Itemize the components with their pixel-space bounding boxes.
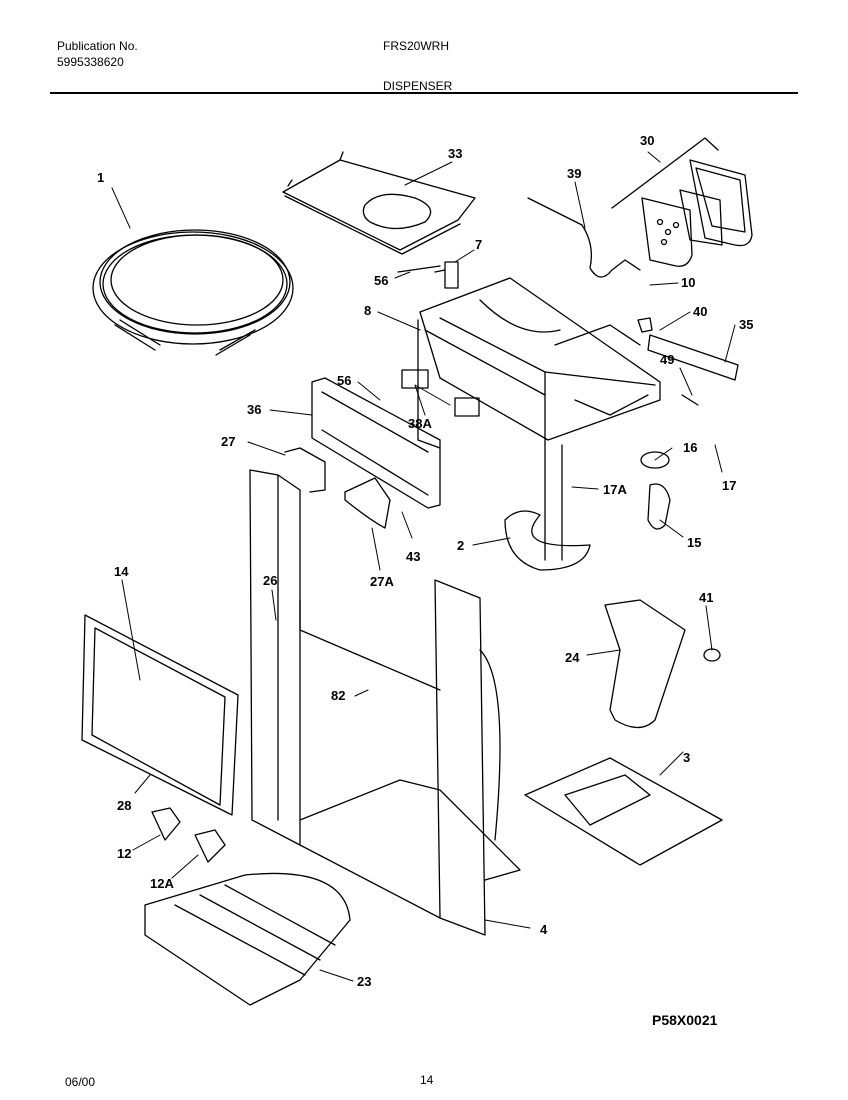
part-38a-switches [401,369,480,417]
callout-38a: 38A [408,416,432,431]
callout-28: 28 [117,798,131,813]
part-2-ring [504,510,591,571]
callout-40: 40 [693,304,707,319]
callout-33: 33 [448,146,462,161]
callout-56-top: 56 [374,273,388,288]
part-3-plate [524,757,723,866]
leader-lines [111,151,736,982]
callout-7: 7 [475,237,482,252]
callout-30: 30 [640,133,654,148]
callout-39: 39 [567,166,581,181]
callout-14: 14 [114,564,129,579]
part-56-screw-top [397,265,441,273]
part-35-heater [637,317,739,406]
callout-15: 15 [687,535,701,550]
callout-17: 17 [722,478,736,493]
part-14-frame [81,614,239,816]
header-rule [50,92,798,94]
callout-12: 12 [117,846,131,861]
callout-3: 3 [683,750,690,765]
callout-24: 24 [565,650,580,665]
part-4-panel [434,579,501,936]
part-23-tray [144,872,351,1006]
publication-label: Publication No. [57,39,138,53]
part-39-wire [527,197,641,278]
footer-page-number: 14 [420,1073,434,1087]
part-27a-cam [344,477,391,529]
part-30-panel [611,137,753,267]
callout-43: 43 [406,549,420,564]
model-number: FRS20WRH [383,39,450,53]
callout-10: 10 [681,275,695,290]
part-27-clip [284,447,326,493]
callout-56-mid: 56 [337,373,351,388]
part-33-plate [282,151,476,255]
callout-12a: 12A [150,876,174,891]
callout-23: 23 [357,974,371,989]
part-12a-clip [194,829,226,863]
left-side-panel [249,469,441,846]
callout-82: 82 [331,688,345,703]
callout-27a: 27A [370,574,394,589]
callout-26: 26 [263,573,277,588]
drawing-code: P58X0021 [652,1012,718,1028]
part-12-clip [151,807,181,841]
callout-16: 16 [683,440,697,455]
callout-2: 2 [457,538,464,553]
part-24-chute [604,599,721,729]
part-7-clip [434,261,459,289]
part-16-15-valve [640,451,671,530]
callout-8: 8 [364,303,371,318]
callout-41: 41 [699,590,713,605]
base-frame [299,779,521,919]
callout-17a: 17A [603,482,627,497]
footer-date: 06/00 [65,1075,96,1089]
dispenser-housing [417,277,661,561]
callout-27: 27 [221,434,235,449]
callout-1: 1 [97,170,104,185]
callout-49: 49 [660,352,674,367]
publication-number: 5995338620 [57,55,124,69]
callout-35: 35 [739,317,753,332]
section-title: DISPENSER [383,79,453,93]
part-36-bracket [311,377,441,509]
callout-36: 36 [247,402,261,417]
callout-4: 4 [540,922,548,937]
callout-labels: 1 33 30 39 7 56 10 8 40 35 49 56 36 38A … [97,133,753,989]
part-1-tubing [92,229,294,356]
